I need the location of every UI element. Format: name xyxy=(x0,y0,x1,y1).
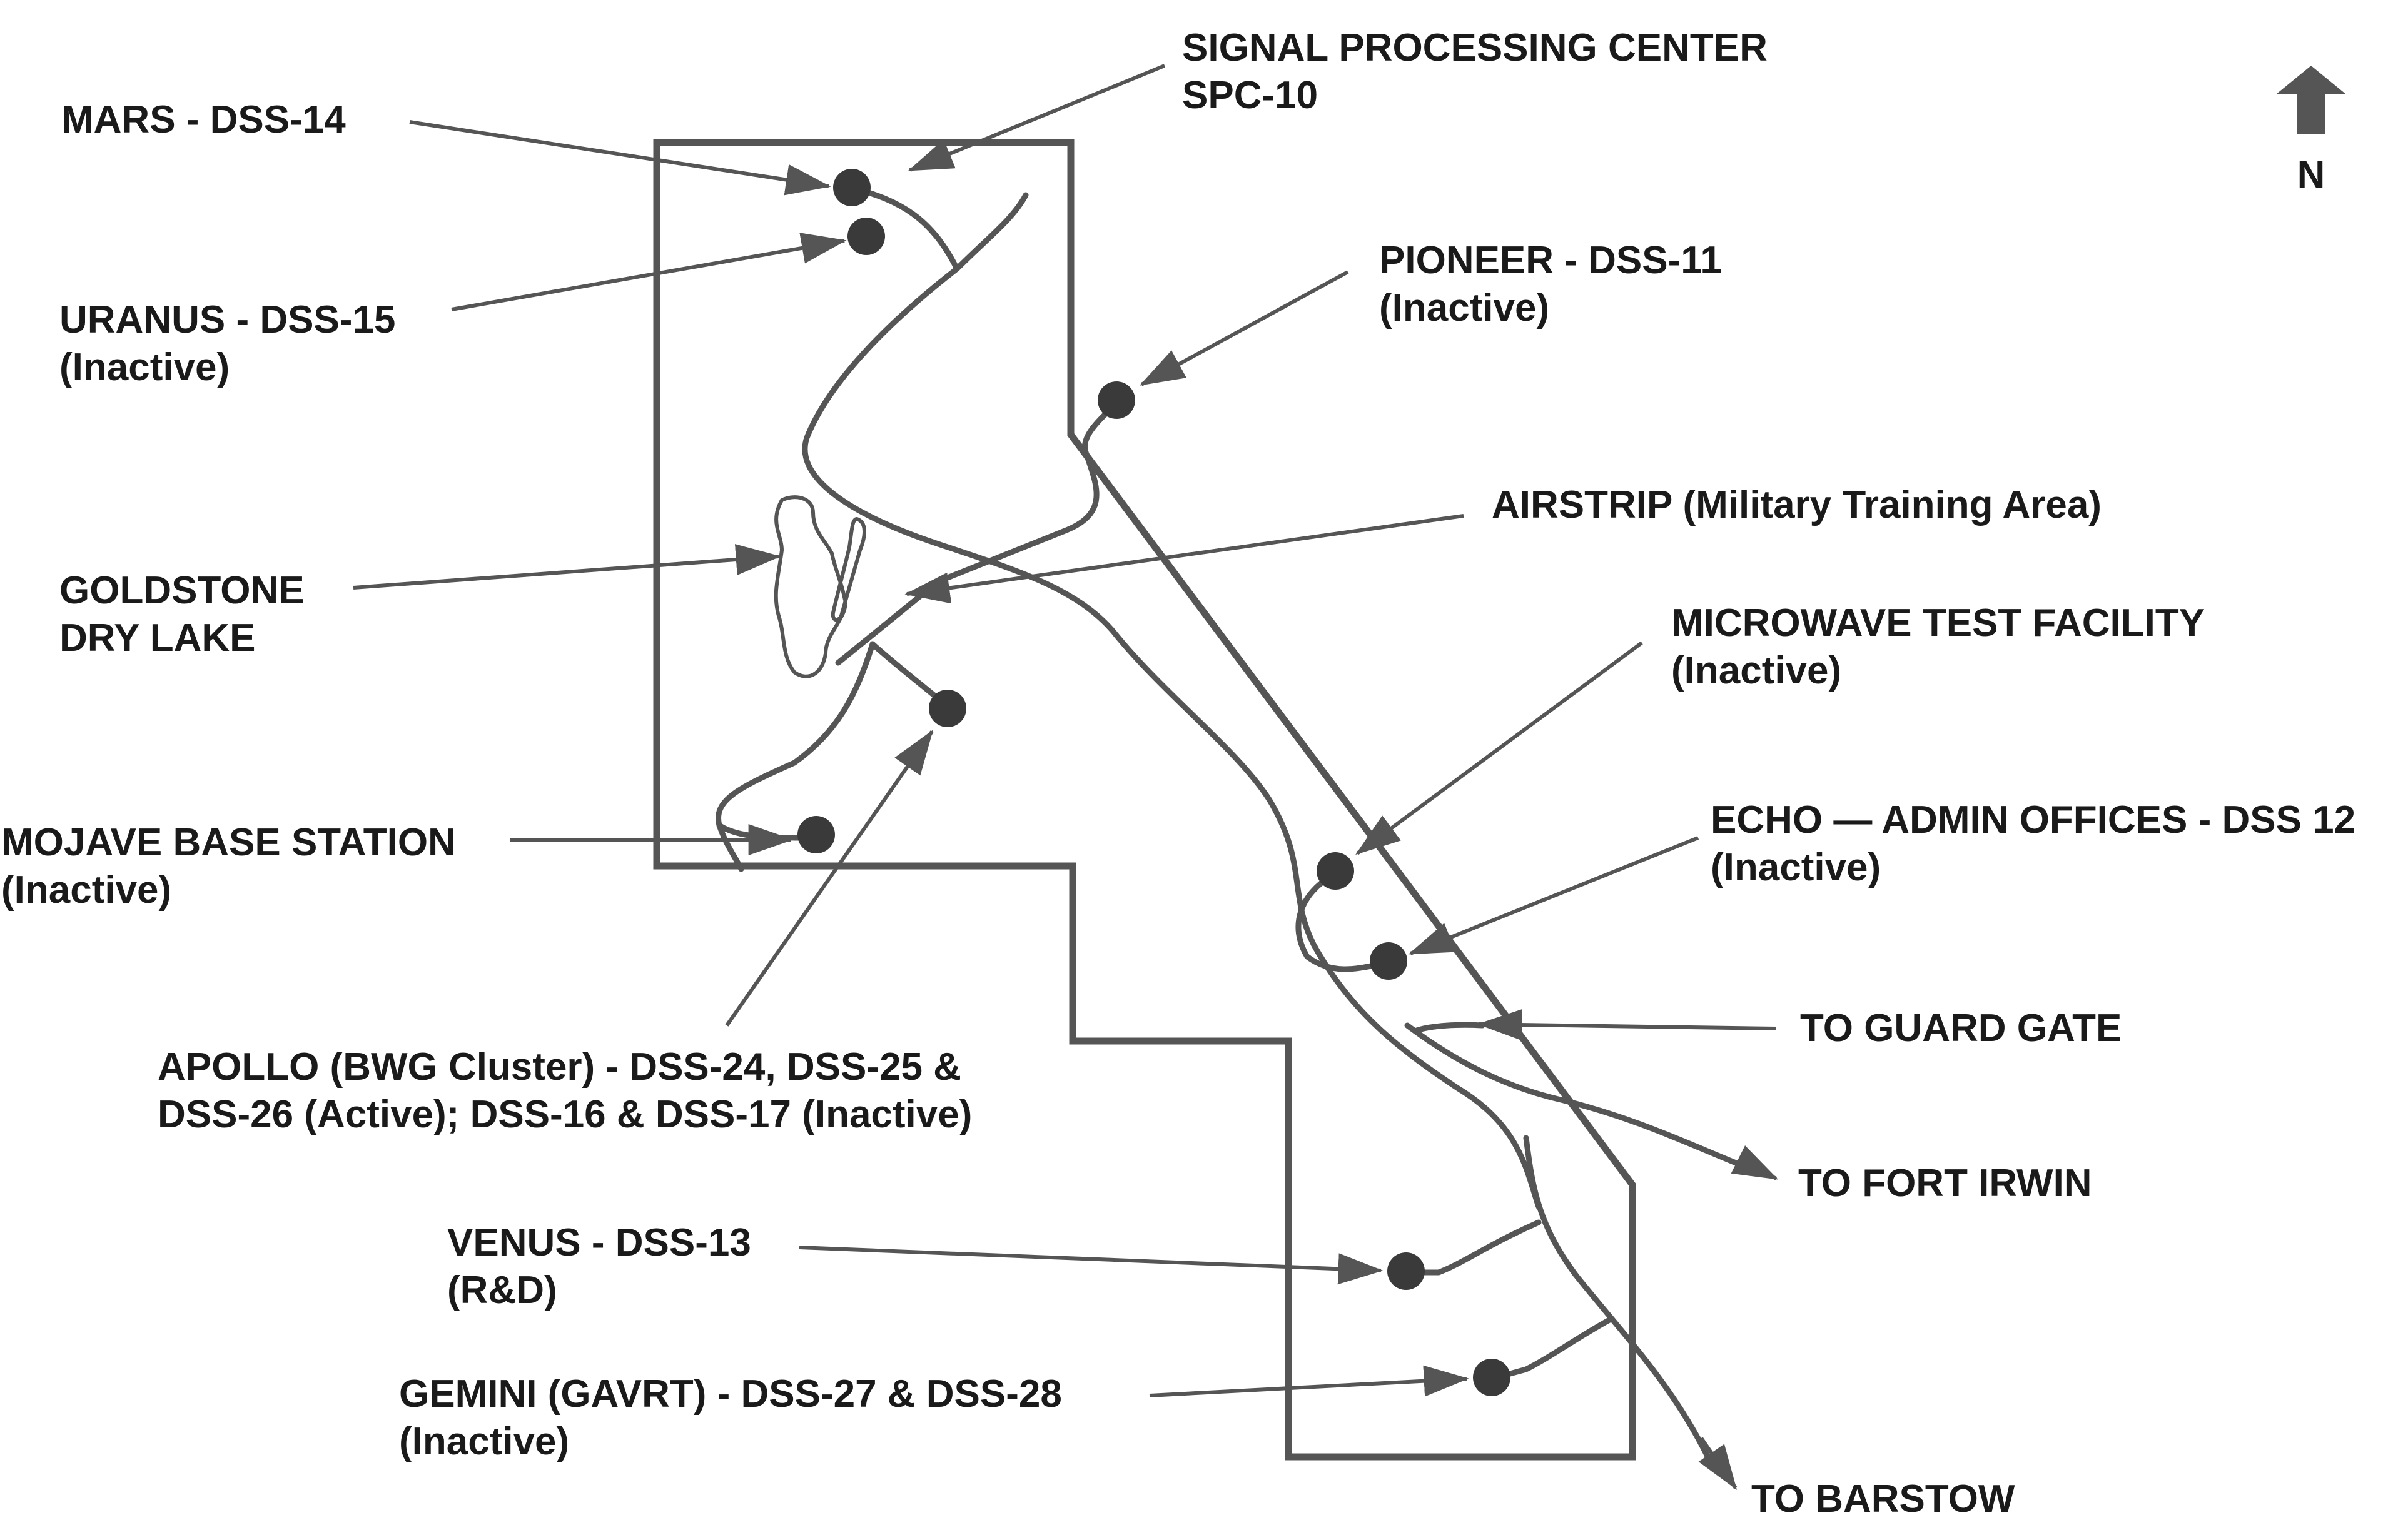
label-spc-line-1: SIGNAL PROCESSING CENTER xyxy=(1182,26,1768,69)
arrow-barstow xyxy=(1698,1437,1738,1490)
arrow-spc xyxy=(908,64,1166,172)
label-echo-line-2: (Inactive) xyxy=(1711,846,1881,889)
label-mars-line-1: MARS - DSS-14 xyxy=(61,98,346,141)
site-echo xyxy=(1370,942,1407,980)
road-network xyxy=(716,184,1754,1472)
arrow-fort-irwin xyxy=(1731,1145,1779,1180)
arrow-goldstone xyxy=(353,544,781,590)
leader-arrows xyxy=(353,64,1779,1490)
site-pioneer xyxy=(1098,381,1135,419)
label-airstrip-line-1: AIRSTRIP (Military Training Area) xyxy=(1492,483,2102,526)
site-microwave xyxy=(1317,852,1354,890)
label-airstrip: AIRSTRIP (Military Training Area) xyxy=(1492,483,2102,526)
label-mojave-line-1: MOJAVE BASE STATION xyxy=(1,821,456,864)
label-gemini-line-2: (Inactive) xyxy=(399,1420,569,1463)
label-microwave: MICROWAVE TEST FACILITY(Inactive) xyxy=(1671,601,2205,692)
arrow-uranus xyxy=(451,233,847,311)
label-barstow: TO BARSTOW xyxy=(1751,1477,2015,1521)
label-goldstone-line-1: GOLDSTONE xyxy=(59,569,305,612)
site-mars xyxy=(833,169,871,206)
arrow-gemini xyxy=(1149,1365,1469,1397)
site-venus xyxy=(1387,1252,1425,1290)
road-airstrip xyxy=(835,578,941,666)
label-pioneer-line-2: (Inactive) xyxy=(1379,286,1549,330)
north-arrow-icon xyxy=(2277,66,2345,134)
road-west-curve xyxy=(802,266,960,547)
road-mojave-spur xyxy=(716,822,810,841)
label-mars: MARS - DSS-14 xyxy=(61,98,346,141)
road-barstow xyxy=(1523,1135,1717,1472)
arrow-echo xyxy=(1408,836,1699,955)
site-uranus xyxy=(847,218,885,255)
label-uranus-line-2: (Inactive) xyxy=(59,346,230,389)
arrow-mars xyxy=(409,120,831,196)
label-guard-gate-line-1: TO GUARD GATE xyxy=(1800,1007,2122,1050)
label-echo-line-1: ECHO — ADMIN OFFICES - DSS 12 xyxy=(1711,798,2355,842)
site-markers xyxy=(797,169,1510,1396)
label-barstow-line-1: TO BARSTOW xyxy=(1751,1477,2015,1521)
label-fort-irwin-line-1: TO FORT IRWIN xyxy=(1798,1162,2092,1205)
label-venus: VENUS - DSS-13 (R&D) xyxy=(447,1221,751,1312)
label-gemini-line-1: GEMINI (GAVRT) - DSS-27 & DSS-28 xyxy=(399,1372,1062,1416)
label-microwave-line-2: (Inactive) xyxy=(1671,649,1841,692)
arrow-airstrip xyxy=(904,514,1464,604)
arrow-apollo xyxy=(725,730,934,1027)
complex-boundary xyxy=(653,139,1636,1461)
arrow-venus xyxy=(799,1246,1384,1285)
north-label: N xyxy=(2297,153,2325,196)
site-gemini xyxy=(1473,1359,1510,1396)
site-labels: SIGNAL PROCESSING CENTER SPC-10 MARS - DS… xyxy=(1,26,2355,1521)
label-pioneer: PIONEER - DSS-11(Inactive) xyxy=(1379,239,1722,330)
road-gemini xyxy=(1489,1316,1614,1382)
site-apollo xyxy=(929,690,966,727)
label-microwave-line-1: MICROWAVE TEST FACILITY xyxy=(1671,601,2205,645)
label-echo: ECHO — ADMIN OFFICES - DSS 12(Inactive) xyxy=(1711,798,2355,889)
goldstone-dry-lake-strip xyxy=(831,516,866,622)
road-north-fork xyxy=(954,192,1029,272)
label-goldstone: GOLDSTONE DRY LAKE xyxy=(59,569,305,660)
label-spc-line-2: SPC-10 xyxy=(1182,74,1318,117)
label-mojave-line-2: (Inactive) xyxy=(1,868,171,912)
road-central xyxy=(935,541,1542,1210)
label-fort-irwin: TO FORT IRWIN xyxy=(1798,1162,2092,1205)
label-venus-line-2: (R&D) xyxy=(447,1269,557,1312)
label-apollo-line-2: DSS-26 (Active); DSS-16 & DSS-17 (Inacti… xyxy=(158,1093,972,1136)
label-venus-line-1: VENUS - DSS-13 xyxy=(447,1221,751,1264)
label-guard-gate: TO GUARD GATE xyxy=(1800,1007,2122,1050)
road-guard-gate xyxy=(1414,1022,1485,1034)
label-pioneer-line-1: PIONEER - DSS-11 xyxy=(1379,239,1722,282)
label-apollo-line-1: APOLLO (BWG Cluster) - DSS-24, DSS-25 & xyxy=(158,1045,961,1089)
label-uranus-line-1: URANUS - DSS-15 xyxy=(59,298,395,341)
arrow-microwave xyxy=(1355,641,1643,855)
road-echo-loop xyxy=(1295,872,1389,972)
label-mojave: MOJAVE BASE STATION(Inactive) xyxy=(1,821,456,912)
arrow-pioneer xyxy=(1139,270,1349,386)
arrow-guard-gate xyxy=(1477,1009,1777,1041)
label-apollo: APOLLO (BWG Cluster) - DSS-24, DSS-25 &D… xyxy=(158,1045,972,1136)
road-fort-irwin xyxy=(1404,1022,1754,1172)
road-pioneer xyxy=(935,400,1120,585)
site-mojave xyxy=(797,816,835,853)
road-venus xyxy=(1401,1219,1542,1276)
label-uranus: URANUS - DSS-15 (Inactive) xyxy=(59,298,395,389)
north-indicator: N xyxy=(2277,66,2345,196)
label-gemini: GEMINI (GAVRT) - DSS-27 & DSS-28(Inactiv… xyxy=(399,1372,1062,1463)
goldstone-dry-lake-shape xyxy=(774,495,847,678)
label-spc: SIGNAL PROCESSING CENTER SPC-10 xyxy=(1182,26,1768,117)
label-goldstone-line-2: DRY LAKE xyxy=(59,617,255,660)
